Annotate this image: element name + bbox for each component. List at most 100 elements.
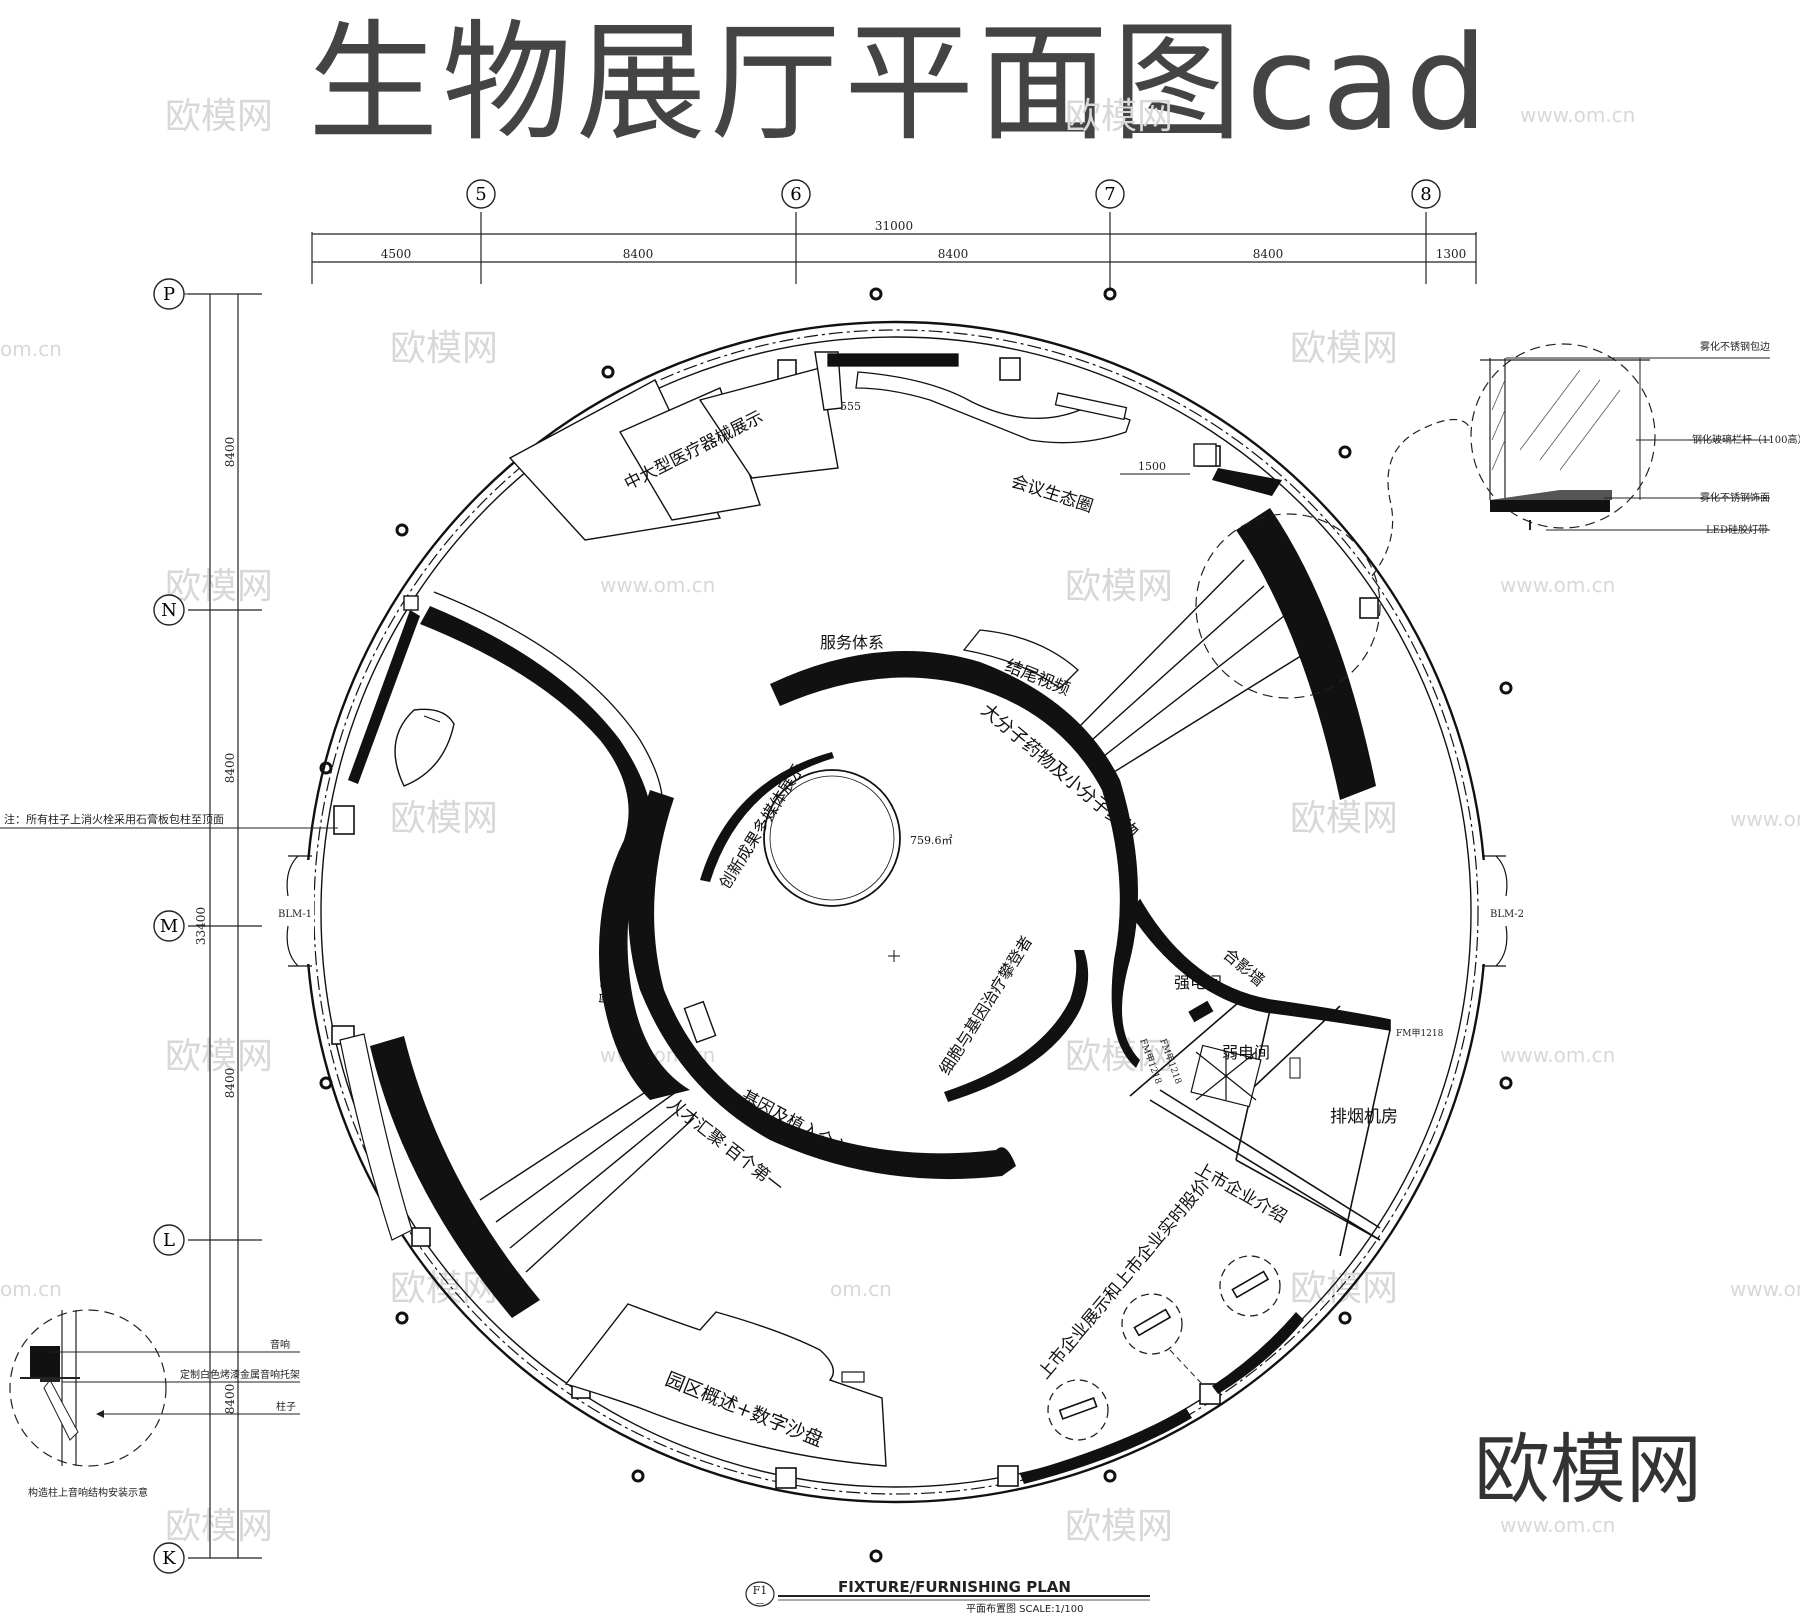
top-dimensions — [311, 212, 1477, 290]
zone-power: 强电间 — [1174, 973, 1222, 992]
door-label-blm2: BLM-2 — [1490, 909, 1524, 920]
watermark-url: www.om — [1730, 1277, 1800, 1301]
video-bench — [962, 629, 1079, 689]
watermark-brand: 欧模网 — [1290, 798, 1398, 839]
zone-weak: 弱电间 — [1222, 1043, 1270, 1062]
watermark-big: 欧模网 — [1474, 1425, 1702, 1514]
plan-marker: F1 — [753, 1584, 768, 1597]
dim-total-top: 31000 — [875, 219, 913, 233]
doors-blm — [286, 855, 1508, 967]
detail-label: 雾化不锈钢饰面 — [1700, 491, 1770, 504]
plan-title: F1 — FIXTURE/FURNISHING PLAN 平面布置图 SCALE… — [745, 1578, 1150, 1615]
detail-label: LED硅胶灯带 — [1706, 523, 1768, 536]
column-label: 5 — [475, 184, 486, 205]
dim-555: 555 — [840, 400, 861, 413]
column-label: 7 — [1104, 184, 1115, 205]
watermark-url: www.om.cn — [600, 573, 715, 597]
left-note: 注：所有柱子上消火栓采用石膏板包柱至顶面 — [4, 812, 224, 826]
service-rooms — [1129, 898, 1391, 1257]
watermark-url: www.om.cn — [1500, 1513, 1615, 1537]
wall-segment — [1212, 468, 1282, 496]
row-label: L — [163, 1230, 175, 1251]
stock-screens — [1058, 1270, 1270, 1420]
detail-caption: 构造柱上音响结构安装示意 — [28, 1486, 148, 1499]
outer-wall — [304, 320, 1488, 1504]
detail-speaker — [9, 1309, 300, 1467]
watermark-brand: 欧模网 — [1065, 566, 1173, 607]
zone-welcome: 欢迎墙 — [596, 956, 619, 1005]
small-equipment — [1289, 1057, 1301, 1079]
detail-label: 雾化不锈钢包边 — [1700, 340, 1770, 353]
watermark-url: om.cn — [830, 1277, 892, 1301]
zone-smoke: 排烟机房 — [1330, 1107, 1398, 1127]
zone-stock: 上市企业展示和上市企业实时股价 — [1035, 1175, 1214, 1383]
detail-label: 定制白色烤漆金属音响托架 — [180, 1368, 300, 1381]
detail-label: 钢化玻璃栏杆（1100高） — [1692, 433, 1800, 446]
zone-eco: 会议生态圈 — [1008, 472, 1095, 517]
left-dimension-labels: 33400 8400 8400 8400 8400 — [194, 437, 237, 1415]
right-black-wall — [1236, 508, 1376, 800]
left-spokes — [479, 1079, 695, 1273]
watermark-brand: 欧模网 — [1290, 1268, 1398, 1309]
door-label-blm1: BLM-1 — [278, 909, 312, 920]
small-equipment — [1188, 1000, 1214, 1023]
watermark-url: www.om.cn — [1520, 103, 1635, 127]
eco-bench — [827, 353, 1131, 444]
watermark-brand: 欧模网 — [1065, 1506, 1173, 1547]
watermark-brand: 欧模网 — [165, 96, 273, 137]
left-bench — [339, 1033, 413, 1241]
row-label: M — [160, 916, 178, 937]
row-label: P — [163, 284, 175, 305]
callout-leader — [1371, 418, 1471, 577]
watermark-url: www.om — [1730, 807, 1800, 831]
watermark-brand: 欧模网 — [165, 1036, 273, 1077]
column-dots — [319, 287, 1513, 1563]
bottom-wall-strip — [1212, 1312, 1304, 1394]
plan-title-sub: 平面布置图 SCALE:1/100 — [966, 1603, 1083, 1615]
watermark-brand: 欧模网 — [390, 328, 498, 369]
dim-seg: 8400 — [938, 247, 969, 261]
row-label: N — [161, 600, 177, 621]
watermark-brand: 欧模网 — [1065, 96, 1173, 137]
park-display-plinth — [841, 1371, 865, 1383]
watermark-url: www.om.cn — [1500, 573, 1615, 597]
welcome-wall — [348, 591, 690, 1100]
dim-seg: 8400 — [1253, 247, 1284, 261]
column-box — [1193, 443, 1217, 467]
crossed-equipment — [1190, 1044, 1262, 1108]
dim-total-left: 33400 — [194, 907, 208, 945]
dim-seg: 8400 — [223, 1068, 237, 1099]
detail-glass-rail-labels: 雾化不锈钢包边 钢化玻璃栏杆（1100高） 雾化不锈钢饰面 LED硅胶灯带 — [1692, 340, 1800, 536]
detail-speaker-labels: 音响 定制白色烤漆金属音响托架 柱子 构造柱上音响结构安装示意 — [28, 1338, 300, 1499]
boat-object — [394, 708, 455, 787]
watermark-url: om.cn — [0, 1277, 62, 1301]
right-spokes — [1079, 559, 1305, 773]
left-black-wall — [370, 1036, 540, 1318]
dim-seg: 8400 — [223, 753, 237, 784]
zone-area: 759.6㎡ — [910, 834, 953, 847]
detail-label: 柱子 — [276, 1400, 296, 1413]
watermark-url: www.om.cn — [1500, 1043, 1615, 1067]
zone-service: 服务体系 — [820, 633, 884, 652]
bottom-wall-strip — [1020, 1408, 1192, 1484]
watermark-url: om.cn — [0, 337, 62, 361]
dim-seg: 8400 — [223, 1384, 237, 1415]
plan-marker-sub: — — [756, 1599, 765, 1609]
column-markers: 5 6 7 8 — [466, 179, 1441, 209]
plan-title-main: FIXTURE/FURNISHING PLAN — [838, 1578, 1071, 1596]
watermark-brand: 欧模网 — [1290, 328, 1398, 369]
zone-photo: 合影墙 — [1219, 945, 1268, 990]
dim-seg: 1300 — [1436, 247, 1467, 261]
row-label: K — [162, 1548, 176, 1569]
dim-seg: 4500 — [381, 247, 412, 261]
door-label-fm: FM甲1218 — [1396, 1028, 1444, 1039]
watermark-brand: 欧模网 — [165, 1506, 273, 1547]
dim-seg: 8400 — [223, 437, 237, 468]
right-detail-callout — [1195, 513, 1381, 699]
detail-label: 音响 — [270, 1338, 290, 1351]
watermark-brand: 欧模网 — [1065, 1036, 1173, 1077]
dim-1500: 1500 — [1138, 460, 1166, 473]
page-title: 生物展厅平面图cad — [308, 7, 1492, 159]
dim-seg: 8400 — [623, 247, 654, 261]
